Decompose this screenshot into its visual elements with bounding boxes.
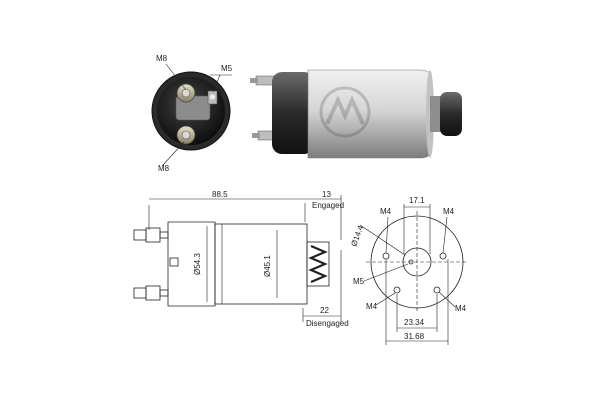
label-end-m4-tr: M4	[443, 207, 455, 216]
watermark-logo	[319, 86, 371, 138]
label-end-span-outer: 31.68	[404, 332, 425, 341]
label-end-m4-tl: M4	[380, 207, 392, 216]
label-end-top: 17.1	[409, 196, 425, 205]
label-engaged-value: 13	[322, 190, 331, 199]
label-front-m5: M5	[221, 64, 233, 73]
label-front-m8-top: M8	[156, 54, 168, 63]
label-end-span-inner: 23.34	[404, 318, 425, 327]
label-length-overall: 88.5	[212, 190, 228, 199]
end-view-drawing: 17.1 M4 M4 Ø14.4 M5 M4 M4 23.34 31.68	[349, 196, 468, 345]
label-disengaged-value: 22	[320, 306, 329, 315]
m8-terminal-top	[176, 83, 196, 103]
m5-terminal	[207, 90, 218, 105]
label-front-m8-bottom: M8	[158, 164, 170, 173]
m8-terminal-bottom	[176, 125, 196, 145]
label-engaged-text: Engaged	[312, 201, 344, 210]
side-dimension-drawing: 88.5 13 Engaged Ø54.3 Ø45.1 22 Disengage	[133, 190, 349, 328]
front-view-photo: M8 M5 M8	[151, 54, 233, 173]
side-view-photo	[250, 69, 462, 159]
label-disengaged-text: Disengaged	[306, 319, 349, 328]
label-dia-inner: Ø45.1	[263, 255, 272, 277]
label-dia-body: Ø54.3	[193, 253, 202, 275]
label-end-m4-br: M4	[455, 304, 467, 313]
label-end-m4-bl: M4	[366, 302, 378, 311]
label-end-m5: M5	[353, 277, 365, 286]
